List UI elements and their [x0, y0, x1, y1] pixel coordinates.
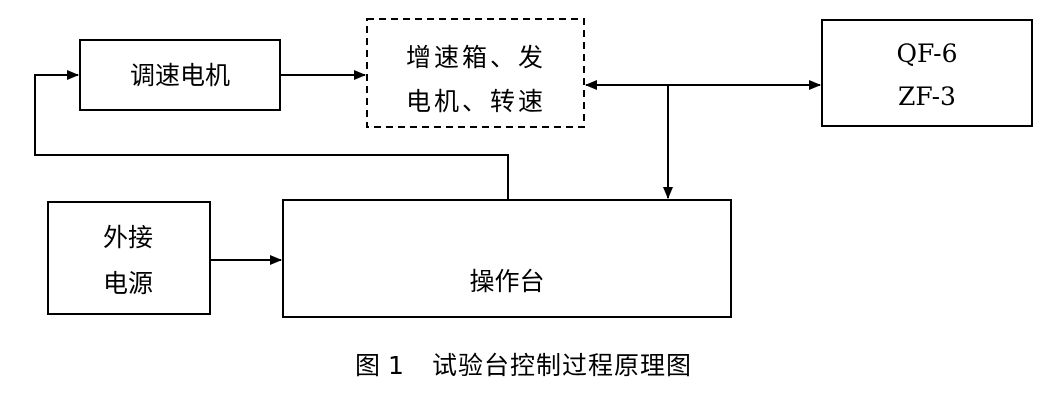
speed-motor-label: 调速电机 [130, 61, 230, 90]
figure-caption: 图 1 试验台控制过程原理图 [355, 351, 692, 380]
console-node: 操作台 [282, 199, 732, 318]
external-power-line1: 外接 [103, 223, 153, 252]
gearbox-label-line2: 电机、转速 [406, 87, 546, 116]
gearbox-node: 增速箱、发 电机、转速 [366, 18, 585, 128]
external-power-line2: 电源 [103, 269, 153, 298]
figure-title: 试验台控制过程原理图 [432, 351, 692, 380]
figure-number: 图 1 [355, 351, 404, 380]
qf-zf-node: QF-6 ZF-3 [821, 19, 1033, 127]
gearbox-box [366, 18, 585, 128]
external-power-node: 外接 电源 [47, 201, 211, 315]
console-label: 操作台 [469, 267, 544, 296]
qf-zf-box [821, 19, 1033, 127]
zf-label: ZF-3 [898, 82, 956, 111]
qf-label: QF-6 [896, 39, 957, 68]
speed-motor-box [79, 39, 281, 111]
gearbox-label-line1: 增速箱、发 [406, 43, 546, 72]
external-power-box [47, 201, 211, 315]
console-feedback-loop [34, 70, 509, 200]
console-box [282, 199, 732, 318]
speed-motor-node: 调速电机 [79, 39, 281, 111]
